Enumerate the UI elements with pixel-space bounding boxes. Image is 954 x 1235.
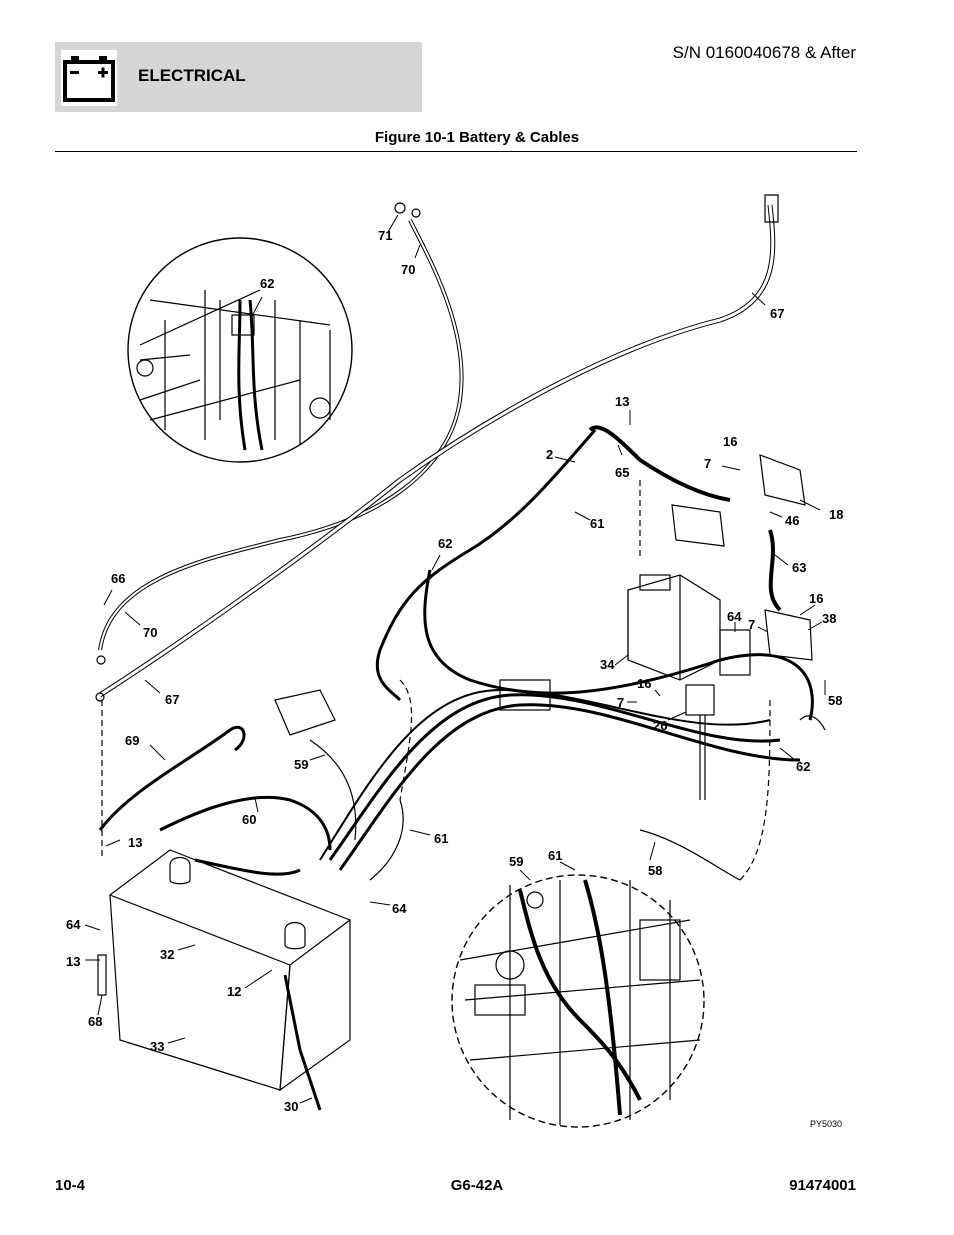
callout-label: 64 (66, 917, 81, 932)
battery (97, 689, 404, 1111)
section-title: ELECTRICAL (138, 66, 246, 85)
detail-circle-lower (451, 874, 705, 1128)
parts-diagram: 71 70 67 62 13 16 7 2 65 18 46 61 63 62 … (0, 160, 954, 1170)
callout-label: 32 (160, 947, 174, 962)
callout-label: 13 (615, 394, 629, 409)
detail-circle-upper (127, 237, 353, 463)
callout-label: 60 (242, 812, 256, 827)
callout-label: 13 (128, 835, 142, 850)
figure-code: PY5030 (810, 1119, 842, 1129)
callout-label: 70 (143, 625, 157, 640)
callout-label: 66 (111, 571, 125, 586)
callout-label: 62 (796, 759, 810, 774)
header-divider (55, 151, 857, 152)
figure-title: Figure 10-1 Battery & Cables (374, 129, 580, 146)
callout-label: 62 (438, 536, 452, 551)
cable-group-middle (319, 425, 826, 881)
page-number: 10-4 (55, 1177, 86, 1194)
section-header: ELECTRICAL (55, 42, 422, 112)
callout-label: 16 (723, 434, 737, 449)
callout-label: 34 (600, 657, 615, 672)
callout-label: 67 (770, 306, 784, 321)
callout-labels: 71 70 67 62 13 16 7 2 65 18 46 61 63 62 … (66, 228, 843, 1129)
callout-label: 58 (648, 863, 662, 878)
model-name: G6-42A (450, 1177, 504, 1194)
serial-number: S/N 0160040678 & After (672, 43, 856, 62)
callout-label: 33 (150, 1039, 164, 1054)
callout-label: 68 (88, 1014, 102, 1029)
callout-label: 64 (727, 609, 742, 624)
callout-label: 16 (637, 676, 651, 691)
callout-label: 61 (548, 848, 562, 863)
callout-label: 7 (704, 456, 711, 471)
callout-label: 64 (392, 901, 407, 916)
callout-label: 61 (434, 831, 448, 846)
document-number: 91474001 (789, 1177, 856, 1194)
callout-leaders (84, 214, 826, 1104)
callout-label: 7 (748, 617, 755, 632)
callout-label: 69 (125, 733, 139, 748)
callout-label: 59 (294, 757, 308, 772)
callout-label: 2 (546, 447, 553, 462)
battery-icon (61, 50, 117, 106)
callout-label: 67 (165, 692, 179, 707)
callout-label: 59 (509, 854, 523, 869)
callout-label: 58 (828, 693, 842, 708)
callout-label: 70 (401, 262, 415, 277)
callout-label: 26 (653, 718, 667, 733)
callout-label: 46 (785, 513, 799, 528)
callout-label: 30 (284, 1099, 298, 1114)
callout-label: 7 (617, 695, 624, 710)
controller-module (627, 454, 813, 681)
callout-label: 38 (822, 611, 836, 626)
callout-label: 18 (829, 507, 843, 522)
callout-label: 12 (227, 984, 241, 999)
callout-label: 16 (809, 591, 823, 606)
callout-label: 61 (590, 516, 604, 531)
callout-label: 62 (260, 276, 274, 291)
callout-label: 63 (792, 560, 806, 575)
callout-label: 13 (66, 954, 80, 969)
callout-label: 71 (378, 228, 392, 243)
callout-label: 65 (615, 465, 629, 480)
cable-group-upper (95, 194, 779, 702)
